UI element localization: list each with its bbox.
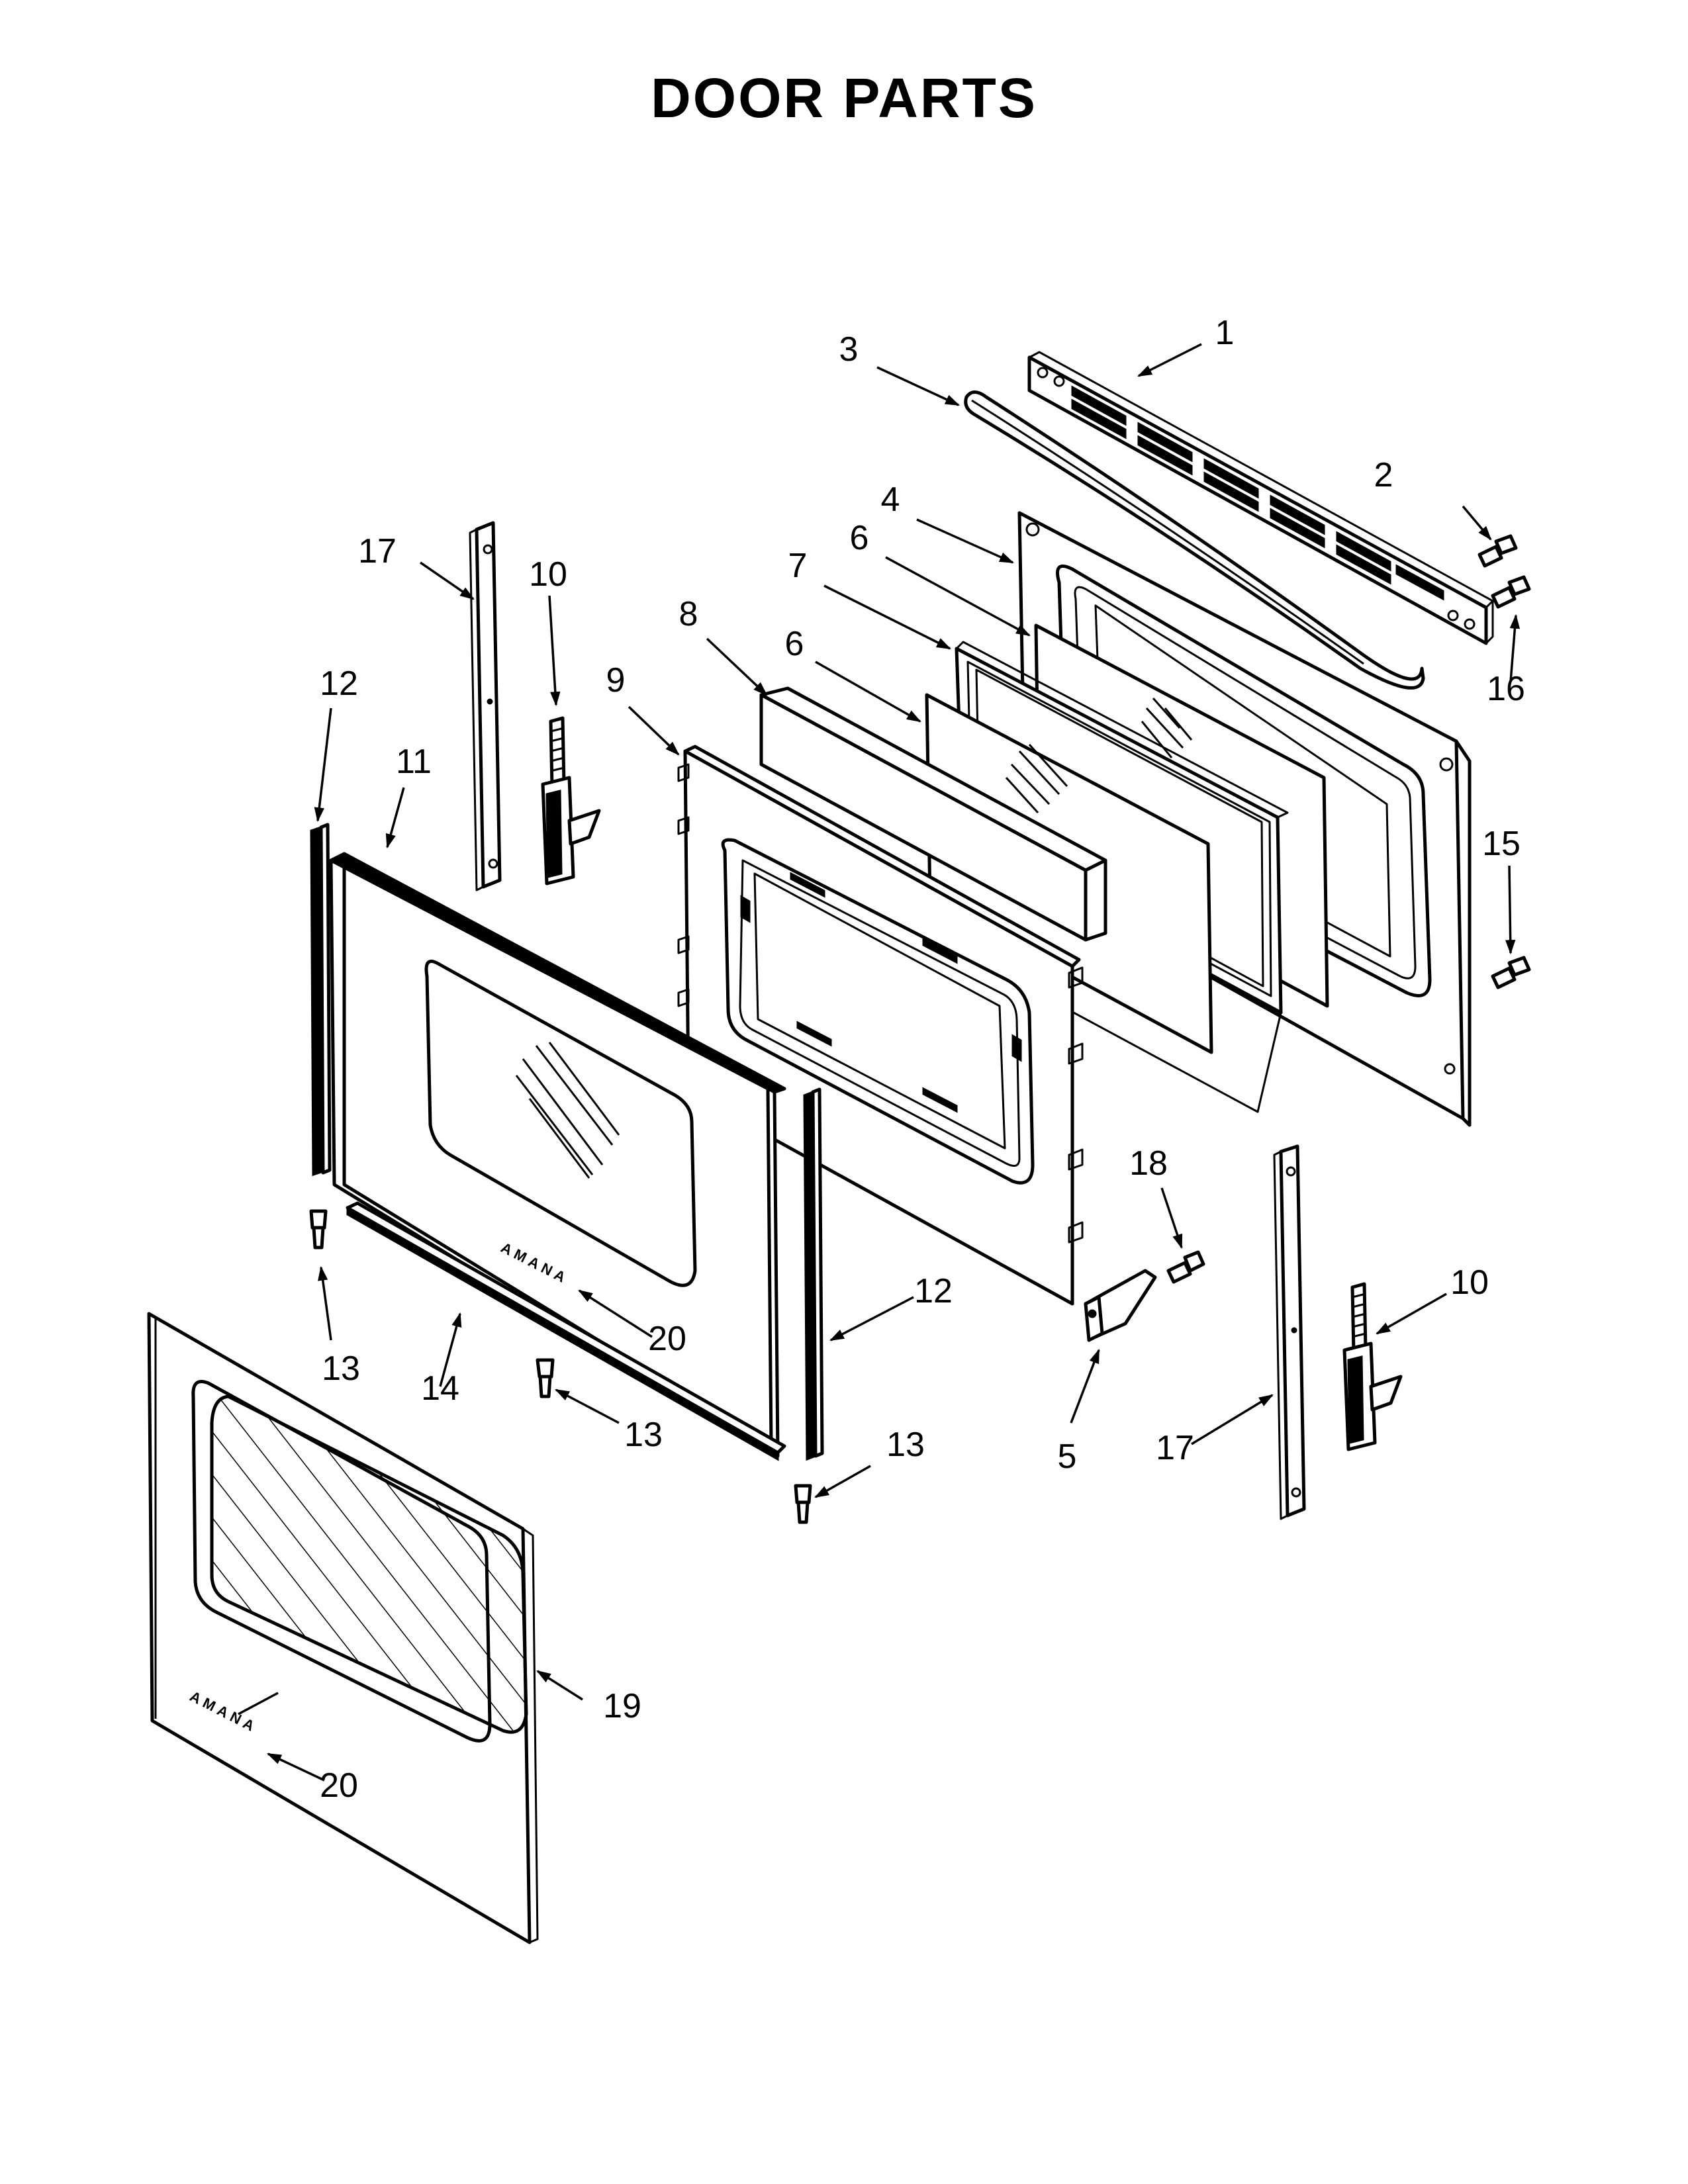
callout-16: 16: [1487, 670, 1525, 708]
screw-part-18: [1166, 1250, 1205, 1284]
callout-10-left: 10: [529, 555, 567, 594]
callout-17-left: 17: [358, 532, 397, 570]
callout-labels: 1 2 3 4 5 6 6 7 8 9 10 10 11 12 12 13 13…: [320, 314, 1525, 1805]
hinge-part-10-left: [541, 716, 601, 886]
callout-13-middle: 13: [624, 1416, 663, 1454]
callout-3: 3: [839, 330, 859, 369]
page-title: DOOR PARTS: [651, 67, 1037, 129]
callout-18: 18: [1129, 1144, 1168, 1183]
side-trim-part-12-left: [310, 823, 332, 1177]
screw-part-15: [1491, 956, 1531, 989]
hinge-part-10-right: [1342, 1282, 1403, 1451]
screw-part-13-left: [309, 1209, 328, 1250]
door-liner-part-9: [677, 745, 1084, 1306]
callout-11: 11: [396, 743, 432, 781]
callout-10-right: 10: [1450, 1263, 1489, 1302]
callout-7: 7: [788, 547, 808, 585]
callout-1: 1: [1215, 314, 1235, 352]
callout-4: 4: [881, 480, 900, 519]
outer-door-panel-part-19: [147, 1312, 539, 1944]
vent-slots: [1071, 385, 1444, 601]
door-handle-part-3: [964, 390, 1425, 690]
vent-trim-part-1: [1027, 351, 1494, 645]
callout-17-right: 17: [1156, 1429, 1194, 1467]
callout-8: 8: [679, 595, 698, 633]
bottom-trim-part-14: [346, 1201, 786, 1461]
leader-lines: [238, 343, 1521, 1782]
callout-2: 2: [1374, 456, 1393, 494]
side-trim-part-12-right: [803, 1087, 824, 1461]
screw-part-13-middle: [536, 1358, 555, 1398]
bracket-part-5: [1084, 1269, 1157, 1342]
callout-15: 15: [1482, 825, 1521, 863]
hinge-rail-part-17-right: [1273, 1144, 1306, 1520]
insulation-part-8: [759, 686, 1107, 942]
callout-13-right: 13: [886, 1426, 925, 1464]
callout-6-rear: 6: [850, 519, 869, 557]
screw-part-13-right: [794, 1484, 812, 1524]
callout-12-left: 12: [320, 664, 358, 703]
callout-20-upper: 20: [648, 1320, 686, 1358]
screw-part-2: [1477, 534, 1518, 568]
callout-9: 9: [606, 661, 626, 700]
callout-20-lower: 20: [320, 1766, 358, 1805]
callout-6-front: 6: [785, 625, 804, 663]
hinge-rail-part-17-left: [469, 521, 502, 891]
callout-12-right: 12: [914, 1272, 953, 1310]
callout-5: 5: [1058, 1437, 1077, 1476]
screw-part-16: [1491, 575, 1531, 609]
callout-14: 14: [421, 1369, 459, 1408]
callout-13-left: 13: [322, 1349, 360, 1388]
callout-19: 19: [603, 1687, 641, 1725]
